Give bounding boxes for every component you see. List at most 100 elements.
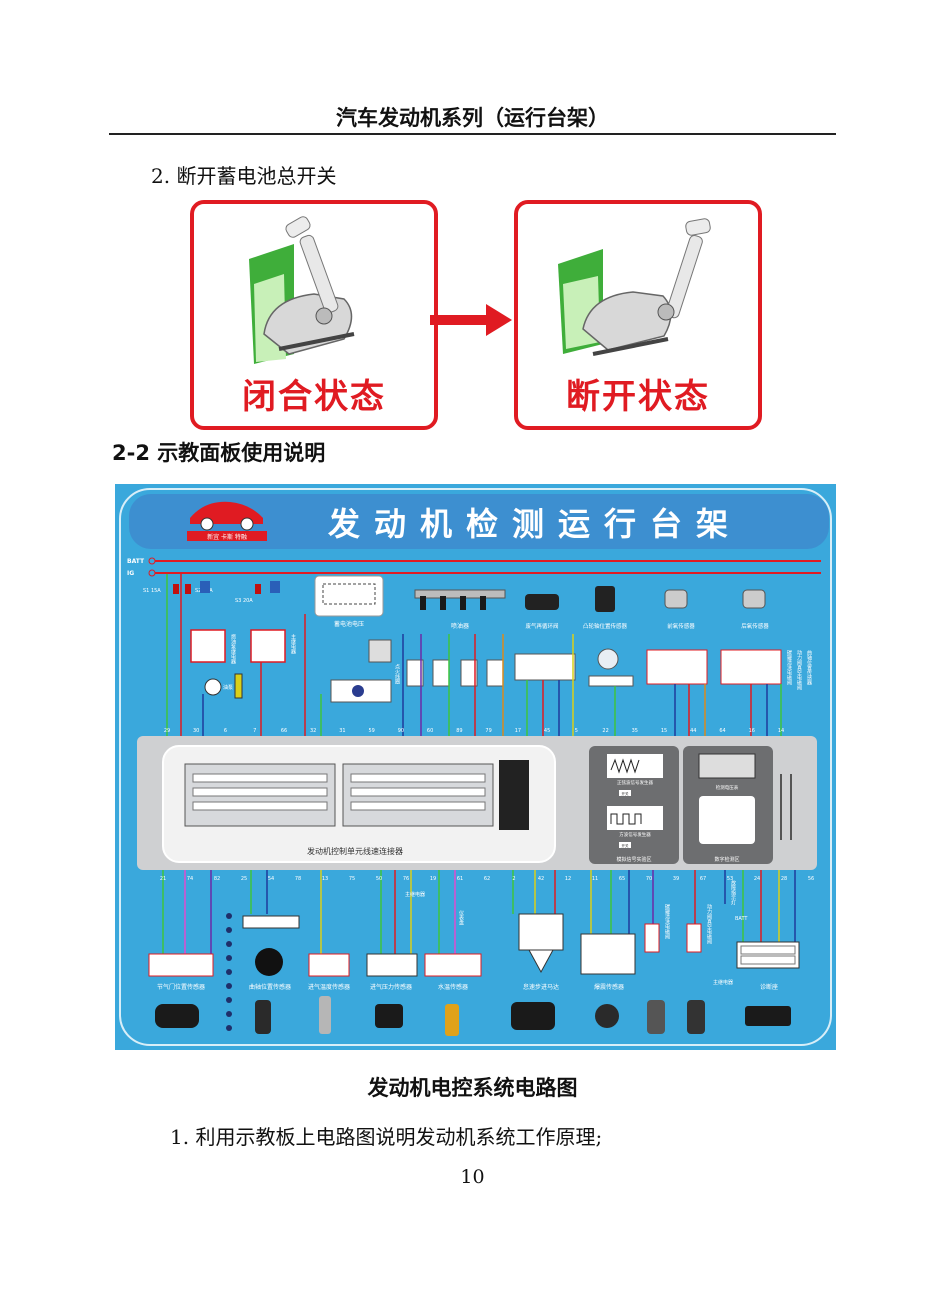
crank-sensor-block: 主继电器 bbox=[242, 891, 425, 976]
batt-bottom-label: BATT bbox=[735, 916, 748, 922]
top-pin-label: 6 bbox=[224, 728, 227, 734]
map-label: 进气压力传感器 bbox=[370, 983, 412, 991]
top-wires bbox=[166, 574, 782, 736]
voltmeter-label: 检测电压表 bbox=[716, 784, 739, 791]
egr-valve: 废气再循环阀 bbox=[525, 594, 559, 630]
power-valve-label: 动力阀真空电磁阀 bbox=[796, 649, 802, 691]
iat-label: 进气温度传感器 bbox=[308, 983, 350, 991]
power-valve-bottom-label: 动力阀真空电磁阀 bbox=[706, 903, 712, 945]
battery-switch-closed-illustration bbox=[249, 216, 355, 364]
top-pin-label: 31 bbox=[339, 728, 345, 734]
ecu-connector-label: 发动机控制单元线速连接器 bbox=[307, 846, 403, 856]
fuse-s1-label: S1 15A bbox=[143, 588, 161, 594]
top-pin-label: 90 bbox=[398, 728, 404, 734]
rear-o2-sensor: 后氧传感器 bbox=[741, 589, 769, 630]
ig-rail-label: IG bbox=[127, 570, 134, 577]
top-pin-label: 7 bbox=[253, 728, 256, 734]
camshaft-sensor: 凸轮轴位置传感器 bbox=[583, 586, 627, 630]
bottom-wires bbox=[162, 870, 796, 964]
top-pin-label: 35 bbox=[632, 728, 638, 734]
step-2-text: 2. 断开蓄电池总开关 bbox=[151, 164, 337, 188]
top-pin-label: 29 bbox=[164, 728, 170, 734]
board-logo-text: 新宜 卡斯 特融 bbox=[207, 533, 247, 541]
square-switch-button bbox=[619, 842, 631, 848]
arrow-right-icon bbox=[430, 304, 512, 336]
fault-lamp-label: 故障指示灯 bbox=[730, 879, 736, 906]
bottom-pin-label: 42 bbox=[538, 876, 544, 882]
bottom-pin-label: 39 bbox=[673, 876, 679, 882]
analog-panel-title: 模拟信号实验区 bbox=[616, 856, 651, 863]
indicator-dots bbox=[226, 913, 232, 1031]
bottom-pin-label: 12 bbox=[565, 876, 571, 882]
top-pin-label: 59 bbox=[369, 728, 375, 734]
bottom-pin-label: 54 bbox=[268, 876, 274, 882]
digital-panel-title: 数字检测区 bbox=[714, 856, 739, 863]
power-valve-bottom: 动力阀真空电磁阀 主继电器 bbox=[686, 903, 733, 986]
canister-valve-label: 碳罐清洗电磁阀 bbox=[786, 649, 792, 686]
board-header-band bbox=[129, 494, 829, 549]
bottom-pin-label: 2 bbox=[512, 876, 515, 882]
bottom-pin-label: 70 bbox=[646, 876, 652, 882]
injector-label: 喷油器 bbox=[451, 622, 469, 630]
bottom-pin-label: 56 bbox=[808, 876, 814, 882]
bottom-pin-label: 13 bbox=[322, 876, 328, 882]
bottom-pin-label: 75 bbox=[349, 876, 355, 882]
map-block bbox=[366, 953, 418, 977]
tps-block bbox=[148, 953, 214, 977]
cam-sensor-module bbox=[588, 648, 634, 687]
page-header-title: 汽车发动机系列（运行台架） bbox=[336, 105, 609, 130]
main-relay-bottom-label: 主继电器 bbox=[405, 891, 425, 898]
fuel-pump-relay: 燃油泵继电器 bbox=[190, 629, 236, 665]
top-pin-label: 64 bbox=[719, 728, 725, 734]
canister-solenoid-bottom: 碳罐清洗电磁阀 bbox=[644, 903, 670, 953]
top-pin-label: 89 bbox=[456, 728, 462, 734]
page-number: 10 bbox=[460, 1166, 485, 1188]
board-title: 发动机检测运行台架 bbox=[328, 505, 742, 543]
square-switch-label: 开关 bbox=[622, 843, 630, 848]
top-pin-label: 17 bbox=[515, 728, 521, 734]
knock-sensor-block bbox=[580, 933, 636, 975]
batt-rail-label: BATT bbox=[127, 558, 145, 565]
bottom-pin-label: 65 bbox=[619, 876, 625, 882]
bottom-pin-label: 21 bbox=[160, 876, 166, 882]
header-divider bbox=[109, 133, 836, 135]
open-state-panel: 断开状态 bbox=[514, 200, 762, 430]
top-pin-label: 45 bbox=[544, 728, 550, 734]
bottom-pin-label: 24 bbox=[754, 876, 760, 882]
bottom-pin-label: 11 bbox=[592, 876, 598, 882]
digital-detection-panel: 检测电压表 数字检测区 bbox=[683, 746, 792, 864]
main-relay: 主继电器 bbox=[250, 629, 296, 663]
top-pin-label: 32 bbox=[310, 728, 316, 734]
top-pin-label: 22 bbox=[602, 728, 608, 734]
idle-motor-block bbox=[518, 913, 564, 974]
closed-state-panel: 闭合状态 bbox=[190, 200, 438, 430]
egr-valve-label: 废气再循环阀 bbox=[525, 622, 558, 630]
component-photos bbox=[155, 996, 791, 1036]
main-relay-label: 主继电器 bbox=[290, 633, 296, 655]
section-title: 2-2 示教面板使用说明 bbox=[112, 441, 326, 465]
main-relay-bottom-label-2: 主继电器 bbox=[713, 979, 733, 986]
open-state-label: 断开状态 bbox=[566, 377, 710, 417]
board-logo: 新宜 卡斯 特融 bbox=[187, 501, 267, 541]
rear-o2-label: 后氧传感器 bbox=[741, 622, 769, 630]
bottom-pin-label: 28 bbox=[781, 876, 787, 882]
diag-connector-label: 诊断座 bbox=[760, 983, 778, 991]
o2-sensor-modules bbox=[646, 649, 782, 685]
fuel-pump-relay-label: 燃油泵继电器 bbox=[230, 633, 236, 665]
ect-label: 水温传感器 bbox=[438, 983, 468, 991]
front-o2-sensor: 前氧传感器 bbox=[664, 589, 695, 630]
analog-signal-panel: 正弦波信号发生器 方波信号发生器 开关 开关 模拟信号实验区 bbox=[589, 746, 679, 864]
bottom-pin-label: 53 bbox=[727, 876, 733, 882]
top-pin-label: 60 bbox=[427, 728, 433, 734]
engine-circuit-board-diagram: 新宜 卡斯 特融 发动机检测运行台架 BATT IG S1 15A S2 20A… bbox=[115, 484, 836, 1050]
square-generator-label: 方波信号发生器 bbox=[619, 831, 651, 838]
egr-module bbox=[514, 653, 576, 681]
fuel-pump-label: 油泵 bbox=[223, 684, 233, 691]
crank-sensor-label: 曲轴位置传感器 bbox=[249, 983, 291, 991]
top-pin-label: 44 bbox=[690, 728, 696, 734]
top-pin-label: 66 bbox=[281, 728, 287, 734]
canister-bottom-label: 碳罐清洗电磁阀 bbox=[664, 903, 670, 940]
bottom-pin-label: 19 bbox=[430, 876, 436, 882]
sine-switch-button bbox=[619, 790, 631, 796]
ecu-connector: 发动机控制单元线速连接器 bbox=[184, 760, 529, 856]
